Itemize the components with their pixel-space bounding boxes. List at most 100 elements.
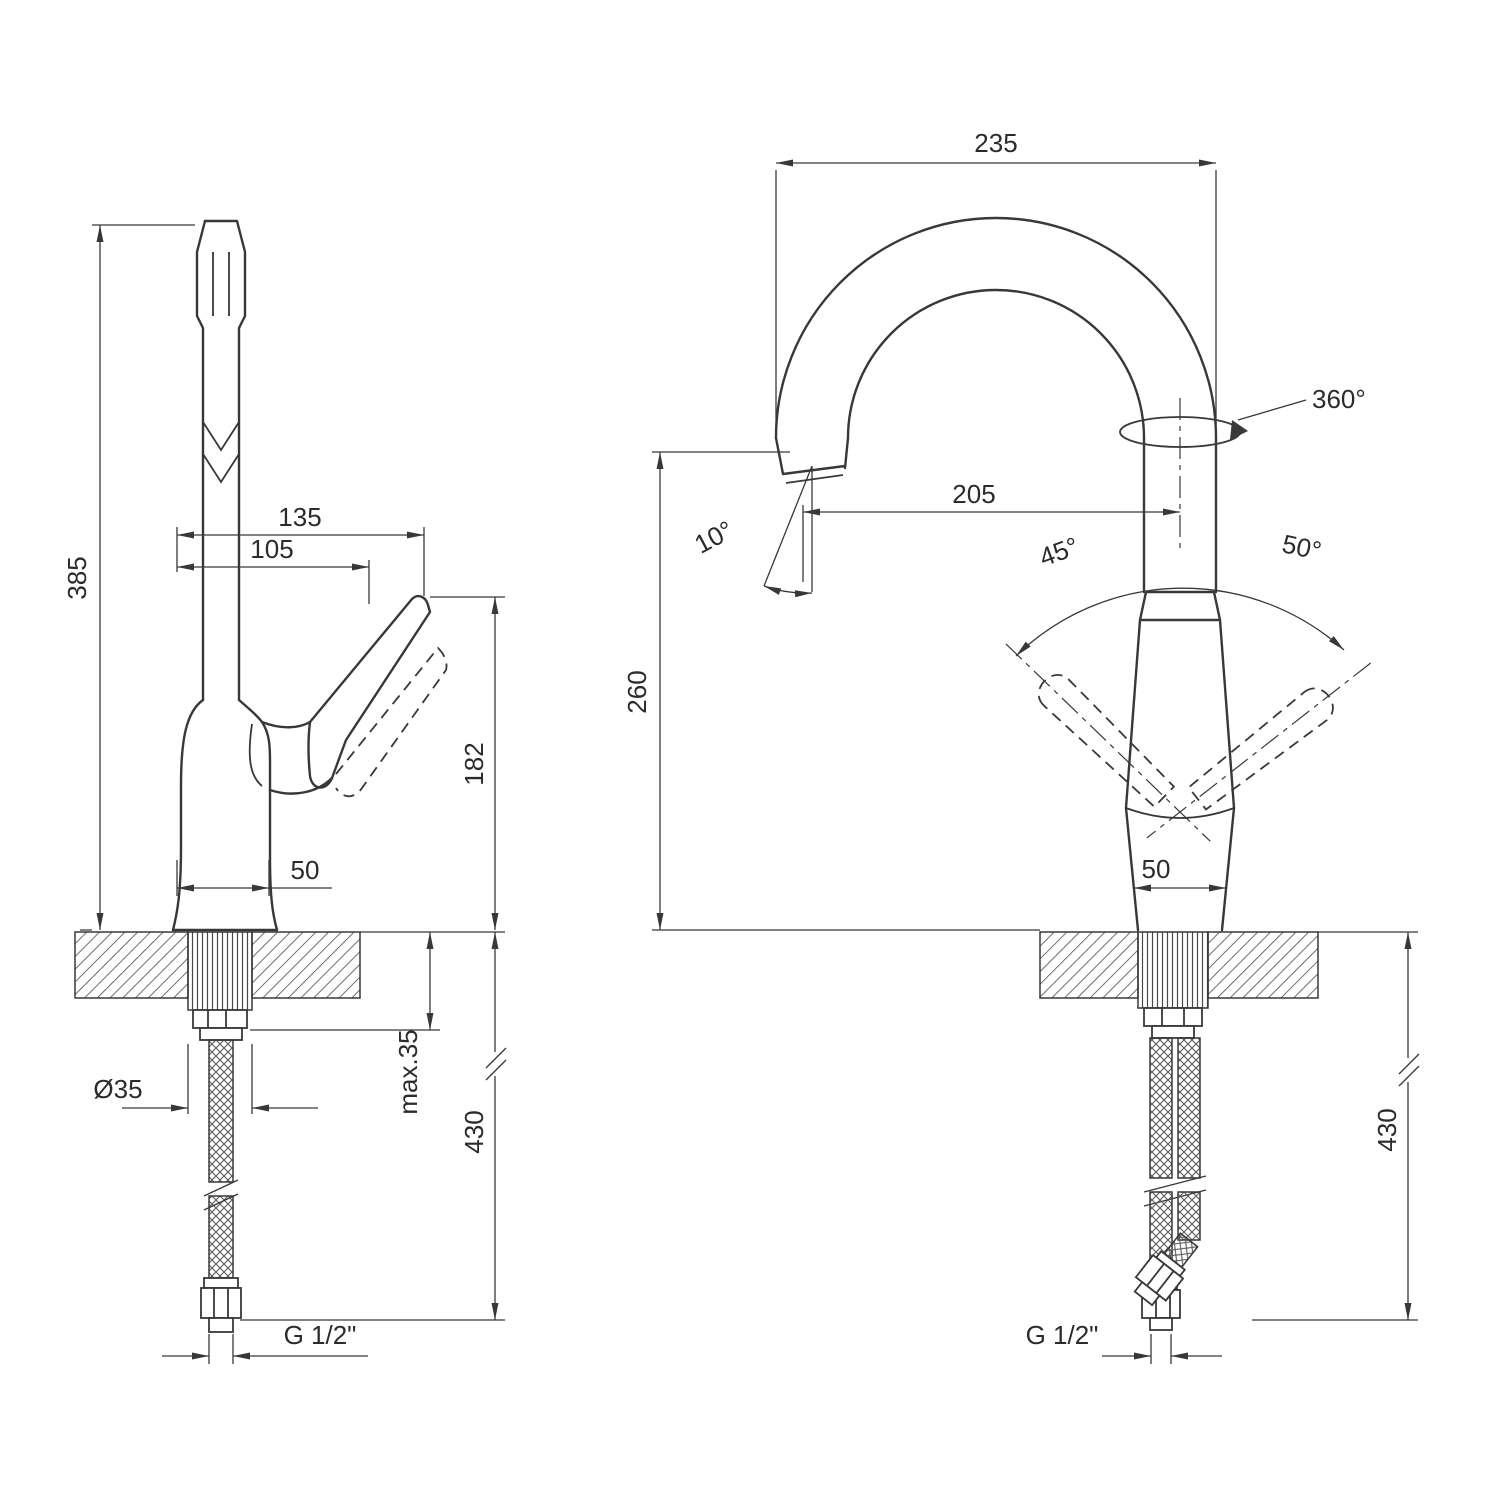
body-joint-line	[248, 723, 263, 787]
side-handle-lever	[307, 594, 448, 798]
front-view: 45° 50° 360° 10°	[622, 128, 1420, 1364]
dim-front-overall-width: 235	[974, 128, 1017, 158]
front-countertop	[1039, 931, 1319, 999]
tilt-rays	[763, 465, 813, 592]
dim-side-body-width: 50	[291, 855, 320, 885]
ext-385	[80, 224, 195, 931]
dim-front-swivel-angle: 360°	[1312, 384, 1366, 414]
gooseneck-inner	[846, 288, 1146, 440]
front-supply-hoses	[1133, 1037, 1207, 1331]
hose-break-symbol	[203, 1179, 239, 1211]
spout-column-left	[195, 219, 207, 702]
side-faucet-outline	[171, 219, 334, 932]
front-spout-arc	[774, 216, 1218, 594]
cone-bulge	[1125, 807, 1235, 819]
ext-260	[652, 451, 1040, 931]
ext-thread-side	[208, 1334, 234, 1364]
fitting-collar	[203, 1277, 239, 1289]
spout-column-right	[203, 219, 247, 702]
handle-cap	[1138, 590, 1222, 622]
front-mounting	[1137, 931, 1209, 1039]
dim-front-swing-right: 50°	[1280, 528, 1325, 566]
dim-side-deck-max: max.35	[393, 1029, 423, 1114]
fitting-b-facets	[1146, 1263, 1175, 1294]
hose-b-upper	[1177, 1037, 1201, 1179]
threaded-shank	[1137, 931, 1209, 1009]
column-facet-chevrons	[202, 421, 240, 484]
mounting-nut-facets	[207, 1010, 227, 1028]
gooseneck-outer	[774, 216, 1218, 440]
mounting-nut	[1143, 1007, 1203, 1027]
threaded-shank	[187, 931, 253, 1011]
hose-a-upper	[1149, 1037, 1173, 1179]
body-left-edge	[171, 698, 205, 932]
fitting-facets	[213, 1288, 229, 1318]
fitting-b-group	[1133, 1232, 1199, 1307]
lever-alt-position	[335, 646, 448, 798]
dim-front-outlet-height: 260	[622, 670, 652, 713]
handle-ghost-right-axis	[1146, 662, 1372, 839]
spout-tip	[774, 436, 850, 476]
swing-arc	[1015, 587, 1345, 657]
mounting-washer	[1151, 1025, 1195, 1039]
dim-front-spout-reach: 205	[952, 479, 995, 509]
side-dimensions: 385 135 105 182 50 max.35	[62, 224, 507, 1364]
swivel-leader	[1237, 399, 1307, 421]
dim-side-hole-diameter: Ø35	[93, 1074, 142, 1104]
front-handle-swing: 45° 50°	[1005, 528, 1372, 842]
front-swivel-indicator: 360°	[1119, 384, 1366, 448]
fitting-b-tip	[1133, 1280, 1161, 1307]
mounting-nut-facets	[1161, 1008, 1185, 1026]
dim-side-hose-length: 430	[459, 1110, 489, 1153]
dim-side-total-height: 385	[62, 556, 92, 599]
base-skirt	[1124, 806, 1236, 932]
ext-430-front	[1252, 931, 1418, 1321]
handle-ghost-right	[1146, 662, 1372, 839]
dim-front-spout-tilt: 10°	[689, 515, 738, 560]
body-lower-right	[268, 788, 279, 932]
hose-b-lower	[1177, 1191, 1201, 1241]
fitting-a-tip	[1149, 1317, 1173, 1331]
tilt-arc	[763, 585, 813, 598]
side-view: 385 135 105 182 50 max.35	[62, 219, 507, 1364]
snout-top	[260, 720, 312, 729]
hose-upper	[208, 1039, 234, 1183]
dim-front-base-width: 50	[1142, 854, 1171, 884]
side-mounting	[187, 931, 253, 1041]
hose-lower	[208, 1195, 234, 1279]
break-430-front	[1398, 1053, 1420, 1087]
front-dimensions: 235 205 260 50 430 G 1/2"	[622, 128, 1420, 1364]
dim-side-spout-height: 182	[459, 742, 489, 785]
ext-thread-front	[1150, 1334, 1172, 1364]
handle-ghost-left-axis	[1005, 643, 1211, 842]
handle-ghost-right-outline	[1187, 687, 1334, 811]
side-supply-hose	[200, 1039, 242, 1333]
snout-underside	[268, 776, 334, 795]
dim-front-swing-left: 45°	[1035, 531, 1082, 573]
ext-dia35	[187, 1044, 253, 1114]
swivel-arrowhead	[1230, 420, 1248, 440]
countertop-hatch-right	[1207, 931, 1319, 999]
fitting-tip	[208, 1317, 234, 1333]
dim-side-handle-reach: 105	[250, 534, 293, 564]
countertop-hatch-left	[1039, 931, 1139, 999]
dim-front-hose-length: 430	[1372, 1108, 1402, 1151]
break-430-side	[485, 1047, 507, 1081]
dim-side-thread: G 1/2"	[284, 1320, 357, 1350]
mounting-washer	[199, 1027, 243, 1041]
countertop-hatch-right	[251, 931, 361, 999]
dim-front-thread: G 1/2"	[1026, 1320, 1099, 1350]
fitting-hex-nut	[200, 1287, 242, 1319]
ext-135	[176, 527, 425, 596]
hex-head-facets	[212, 252, 230, 316]
countertop-hatch-left	[74, 931, 189, 999]
side-countertop	[74, 931, 361, 999]
ext-50-side	[176, 860, 270, 896]
ext-235	[775, 170, 1217, 428]
front-tilt-indicator: 10°	[689, 465, 813, 598]
lever-solid	[307, 594, 432, 789]
handle-ghost-left-outline	[1037, 674, 1176, 809]
dim-side-upper-reach: 135	[278, 502, 321, 532]
